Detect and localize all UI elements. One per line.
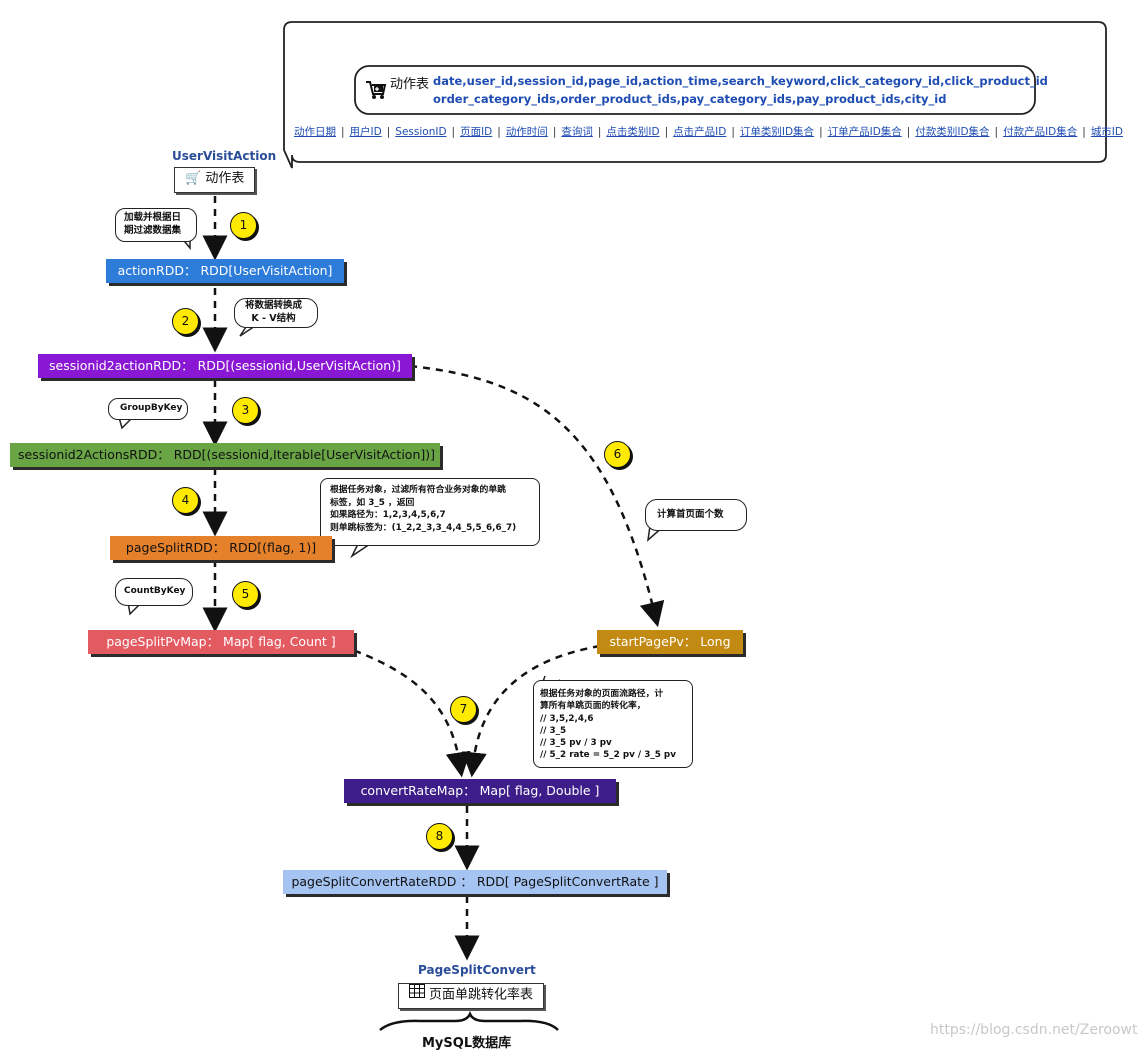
source-chip-label: 动作表 (205, 171, 245, 186)
header-table-name: 动作表 (390, 77, 430, 92)
note-line: 根据任务对象的页面流路径，计 (540, 689, 664, 699)
note-1-bubble (115, 208, 197, 242)
field-name-cn[interactable]: 订单类别ID集合 (739, 126, 815, 138)
field-separator: | (664, 126, 669, 138)
source-chip[interactable]: 🛒 动作表 (174, 167, 256, 193)
note-line: 加载并根据日 (124, 212, 182, 223)
step-badge-2: 2 (172, 308, 199, 335)
session2action-rdd[interactable]: sessionid2actionRDD： RDD[(sessionid,User… (38, 354, 412, 378)
field-names-cn: 动作日期 | 用户ID | SessionID | 页面ID | 动作时间 | 查询词 | 点击类别ID… (294, 124, 1123, 139)
target-chip[interactable]: 页面单跳转化率表 (398, 983, 545, 1009)
note-line: // 5_2 rate = 5_2 pv / 3_5 pv (540, 750, 676, 761)
table-grid-icon (409, 984, 425, 1006)
note-7-bubble (533, 680, 693, 768)
field-separator: | (341, 126, 345, 138)
field-separator: | (451, 126, 456, 138)
target-chip-label: 页面单跳转化率表 (429, 987, 534, 1003)
field-name-cn[interactable]: 订单产品ID集合 (827, 126, 902, 138)
note-line: // 3_5 (540, 725, 567, 736)
field-name-cn[interactable]: 动作日期 (294, 126, 336, 138)
target-label: PageSplitConvert (418, 963, 536, 977)
convert-rate-map[interactable]: convertRateMap： Map[ flag, Double ] (344, 779, 616, 803)
field-separator: | (1082, 126, 1086, 138)
field-name-cn[interactable]: 动作时间 (505, 126, 548, 138)
note-3-bubble (108, 398, 188, 420)
note-line: CountByKey (124, 586, 186, 596)
note-line: 根据任务对象，过滤所有符合业务对象的单跳 (330, 485, 506, 495)
step-badge-7: 7 (450, 696, 477, 723)
note-1-text: 加载并根据日期过滤数据集 (124, 211, 181, 237)
note-5-text: CountByKey (124, 585, 185, 598)
note-line: GroupByKey (120, 403, 183, 413)
source-label: UserVisitAction (172, 149, 277, 163)
note-line: K - V结构 (251, 313, 296, 324)
cart-icon: 🛒 (185, 171, 202, 186)
note-6-bubble (645, 499, 747, 531)
action-rdd[interactable]: actionRDD： RDD[UserVisitAction] (106, 259, 344, 283)
fields-line-1: date,user_id,session_id,page_id,action_t… (433, 74, 1048, 88)
field-name-cn[interactable]: 付款产品ID集合 (1003, 126, 1078, 138)
start-page-pv[interactable]: startPagePv： Long (597, 630, 743, 654)
fields-line-2: order_category_ids,order_product_ids,pay… (433, 92, 947, 106)
note-line: 将数据转换成 (245, 300, 303, 311)
step-badge-6: 6 (604, 441, 631, 468)
field-name-cn[interactable]: 点击产品ID (673, 126, 727, 138)
note-line: 如果路径为：1,2,3,4,5,6,7 (330, 510, 446, 520)
field-name-cn[interactable]: SessionID (395, 126, 447, 138)
note-line: // 3,5,2,4,6 (540, 713, 594, 724)
note-2-bubble (234, 298, 318, 328)
cart-icon (365, 80, 387, 100)
note-4-text: 根据任务对象，过滤所有符合业务对象的单跳标签，如 3_5 ，返回如果路径为：1,… (330, 484, 516, 534)
step-badge-1: 1 (230, 212, 257, 239)
field-name-cn[interactable]: 点击类别ID (606, 126, 660, 138)
mysql-db-label: MySQL数据库 (422, 1036, 512, 1051)
field-name-cn[interactable]: 页面ID (460, 126, 493, 138)
field-name-cn[interactable]: 付款类别ID集合 (915, 126, 990, 138)
note-line: 标签，如 3_5 ，返回 (330, 497, 415, 508)
field-separator: | (552, 126, 557, 138)
step-badge-4: 4 (172, 487, 199, 514)
field-separator: | (994, 126, 999, 138)
note-line: 算所有单跳页面的转化率， (540, 701, 646, 712)
field-separator: | (819, 126, 823, 138)
session2actions-rdd[interactable]: sessionid2ActionsRDD： RDD[(sessionid,Ite… (10, 443, 440, 467)
note-2-text: 将数据转换成 K - V结构 (245, 299, 302, 325)
field-name-cn[interactable]: 查询词 (561, 126, 593, 138)
note-4-bubble (320, 478, 540, 546)
note-5-bubble (115, 578, 193, 606)
note-6-text: 计算首页面个数 (657, 508, 724, 521)
page-split-convert-rate-rdd[interactable]: pageSplitConvertRateRDD ： RDD[ PageSplit… (283, 870, 667, 894)
note-line: 计算首页面个数 (657, 509, 724, 520)
note-3-text: GroupByKey (120, 402, 182, 415)
step-badge-3: 3 (232, 397, 259, 424)
step-badge-5: 5 (232, 581, 259, 608)
fields-capsule-outline (354, 65, 1036, 115)
field-separator: | (906, 126, 911, 138)
page-split-pv-map[interactable]: pageSplitPvMap： Map[ flag, Count ] (88, 630, 354, 654)
step-badge-8: 8 (426, 823, 453, 850)
watermark: https://blog.csdn.net/Zeroowt (930, 1022, 1138, 1038)
note-line: 期过滤数据集 (124, 225, 182, 236)
note-line: 则单跳标签为：(1_2,2_3,3_4,4_5,5_6,6_7) (330, 522, 517, 533)
page-split-rdd[interactable]: pageSplitRDD： RDD[(flag, 1)] (110, 536, 332, 560)
field-separator: | (497, 126, 501, 138)
field-name-cn[interactable]: 城市ID (1090, 126, 1123, 138)
note-7-text: 根据任务对象的页面流路径，计算所有单跳页面的转化率，// 3,5,2,4,6//… (540, 688, 676, 762)
field-separator: | (731, 126, 735, 138)
field-separator: | (597, 126, 602, 138)
field-separator: | (386, 126, 391, 138)
field-name-cn[interactable]: 用户ID (349, 126, 382, 138)
note-line: // 3_5 pv / 3 pv (540, 738, 612, 749)
mysql-brace (379, 1010, 559, 1031)
